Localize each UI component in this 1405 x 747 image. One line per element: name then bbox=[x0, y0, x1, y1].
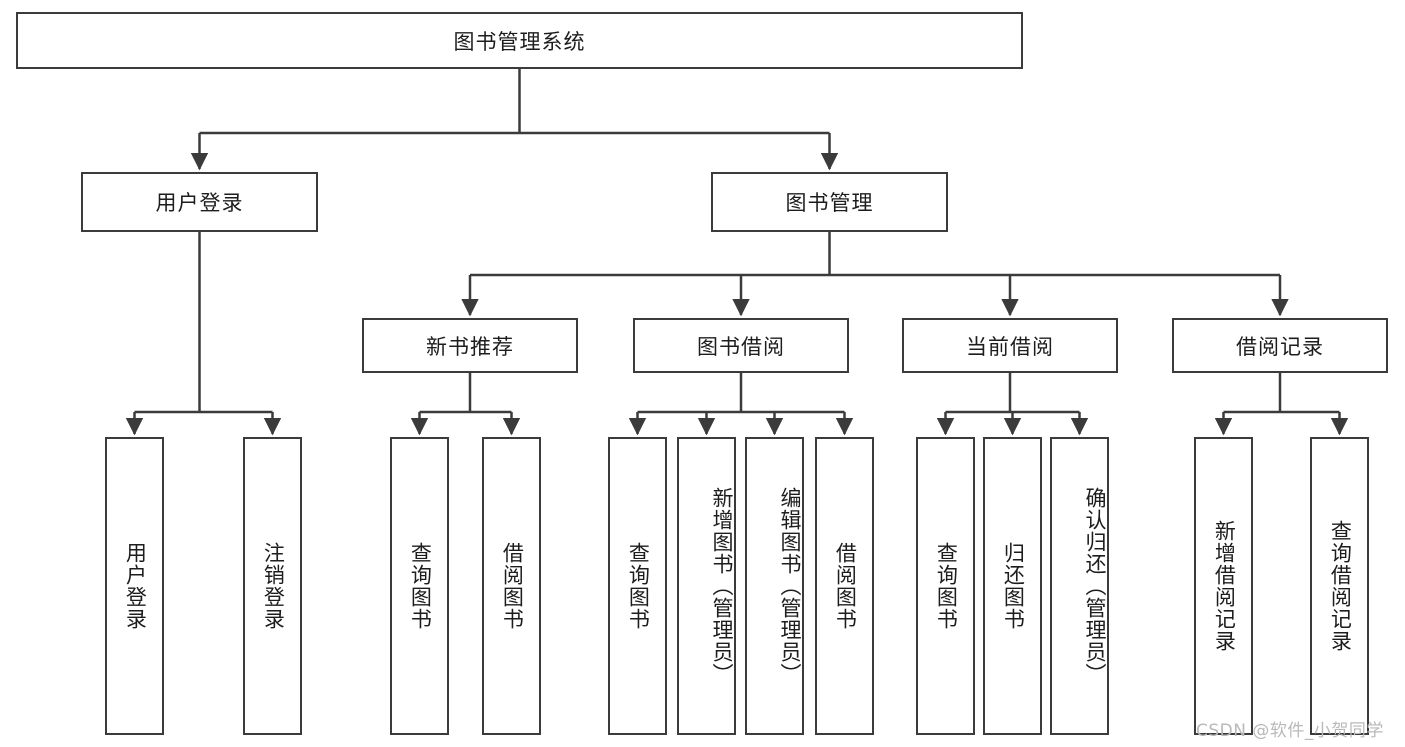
leaf-node-leaf-add-book[interactable]: 新增图书（管理员） bbox=[677, 437, 736, 735]
leaf-node-leaf-confirm-return[interactable]: 确认归还（管理员） bbox=[1050, 437, 1109, 735]
level3-node-new-book-recommend[interactable]: 新书推荐 bbox=[362, 318, 578, 373]
node-label: 查询图书 bbox=[626, 542, 651, 630]
leaf-node-leaf-edit-book[interactable]: 编辑图书（管理员） bbox=[745, 437, 804, 735]
csdn-watermark: CSDN @软件_小贺同学 bbox=[1196, 721, 1384, 741]
node-label: 注销登录 bbox=[261, 542, 286, 630]
node-label: 新增图书（管理员） bbox=[710, 487, 734, 685]
node-label: 图书借阅 bbox=[697, 334, 785, 359]
root-node-book-management-system[interactable]: 图书管理系统 bbox=[16, 12, 1023, 69]
leaf-node-leaf-query-book-2[interactable]: 查询图书 bbox=[608, 437, 667, 735]
node-label: 借阅记录 bbox=[1236, 334, 1324, 359]
node-label: 图书管理系统 bbox=[453, 29, 586, 54]
node-label: 查询图书 bbox=[408, 542, 433, 630]
node-label: 借阅图书 bbox=[500, 542, 525, 630]
node-label: 新书推荐 bbox=[426, 334, 514, 359]
level2-node-user-login[interactable]: 用户登录 bbox=[81, 172, 318, 232]
node-label: 新增借阅记录 bbox=[1212, 520, 1237, 652]
node-label: 用户登录 bbox=[155, 191, 244, 215]
leaf-node-leaf-borrow-book-1[interactable]: 借阅图书 bbox=[482, 437, 541, 735]
node-label: 编辑图书（管理员） bbox=[778, 487, 802, 685]
leaf-node-leaf-logout[interactable]: 注销登录 bbox=[243, 437, 302, 735]
level3-node-current-borrow[interactable]: 当前借阅 bbox=[902, 318, 1118, 373]
level2-node-book-manage[interactable]: 图书管理 bbox=[711, 172, 948, 232]
leaf-node-leaf-borrow-book-2[interactable]: 借阅图书 bbox=[815, 437, 874, 735]
node-label: 确认归还（管理员） bbox=[1083, 487, 1107, 685]
node-label: 借阅图书 bbox=[833, 542, 858, 630]
node-label: 图书管理 bbox=[785, 191, 874, 215]
leaf-node-leaf-query-book-3[interactable]: 查询图书 bbox=[916, 437, 975, 735]
leaf-node-leaf-add-record[interactable]: 新增借阅记录 bbox=[1194, 437, 1253, 735]
leaf-node-leaf-query-record[interactable]: 查询借阅记录 bbox=[1310, 437, 1369, 735]
leaf-node-leaf-user-login[interactable]: 用户登录 bbox=[105, 437, 164, 735]
level3-node-borrow-record[interactable]: 借阅记录 bbox=[1172, 318, 1388, 373]
level3-node-book-borrow[interactable]: 图书借阅 bbox=[633, 318, 849, 373]
node-label: 用户登录 bbox=[123, 542, 148, 630]
node-label: 当前借阅 bbox=[966, 334, 1054, 359]
leaf-node-leaf-return-book[interactable]: 归还图书 bbox=[983, 437, 1042, 735]
node-label: 查询图书 bbox=[934, 542, 959, 630]
node-label: 查询借阅记录 bbox=[1328, 520, 1353, 652]
node-label: 归还图书 bbox=[1001, 542, 1026, 630]
leaf-node-leaf-query-book-1[interactable]: 查询图书 bbox=[390, 437, 449, 735]
